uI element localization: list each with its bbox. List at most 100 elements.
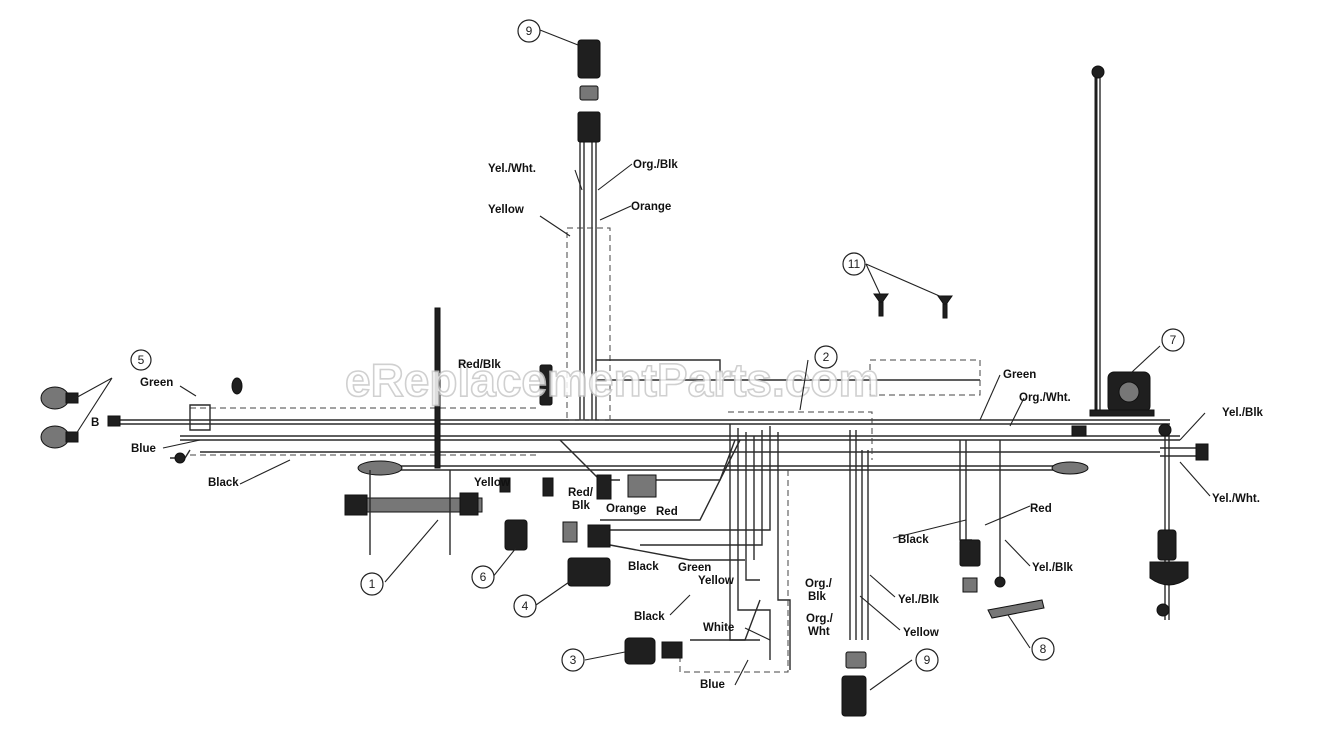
plug-3-socket-icon (661, 641, 683, 659)
label-red-mid: Red (656, 506, 678, 518)
switch-6-icon (504, 519, 528, 551)
svg-text:6: 6 (480, 570, 487, 584)
bulb-upper-icon (40, 386, 70, 410)
yel-blk-terminal-icon (994, 576, 1006, 588)
device-7-base-icon (1089, 409, 1155, 417)
label-red-blk-top: Red/Blk (458, 359, 501, 371)
right-harness (869, 70, 1200, 620)
label-org-wht-low-line2: Wht (808, 626, 830, 638)
label-red-right: Red (1030, 503, 1052, 515)
callout-5: 5 (130, 349, 152, 371)
ring-terminal-icon (357, 460, 403, 476)
device-7-face-icon (1118, 381, 1140, 403)
left-terminal-icon (107, 415, 121, 427)
right-solenoid-icon (1157, 529, 1177, 561)
label-white-low: White (703, 622, 734, 634)
bulb-lower-icon (40, 425, 70, 449)
bottom-center-harness (849, 430, 869, 640)
callout-4: 4 (513, 594, 537, 618)
red-blk-connector-icon (539, 364, 553, 406)
label-red-blk-mid: Red/ Blk (568, 487, 596, 512)
small-fuse-icon (231, 377, 243, 395)
svg-text:9: 9 (526, 24, 533, 38)
ground-terminal-icon (174, 452, 186, 464)
right-ring-terminal-icon (1051, 461, 1089, 475)
label-orange-top: Orange (631, 201, 671, 213)
rod-left-icon (434, 307, 441, 469)
top-plug-icon (579, 85, 599, 101)
bottom-plug-icon (845, 651, 867, 669)
label-org-blk-top: Org./Blk (633, 159, 678, 171)
svg-text:5: 5 (138, 353, 145, 367)
svg-text:1: 1 (369, 577, 376, 591)
screw-left-shank-icon (878, 301, 884, 317)
bulb-lower-base-icon (65, 431, 79, 443)
vertical-harness-top (566, 140, 980, 421)
black-red-connector-icon (959, 539, 981, 567)
key-8-icon (987, 599, 1045, 619)
label-b-left: B (91, 417, 99, 429)
bracket-bar-icon (366, 497, 483, 513)
label-yellow-mid: Yellow (474, 477, 510, 489)
svg-text:2: 2 (823, 350, 830, 364)
bulb-upper-base-icon (65, 392, 79, 404)
right-junction-icon (1158, 423, 1172, 437)
label-yel-wht-right: Yel./Wht. (1212, 493, 1260, 505)
bracket-right-icon (459, 492, 479, 516)
label-org-wht-right: Org./Wht. (1019, 392, 1071, 404)
main-harness (120, 404, 1180, 471)
callout-8: 8 (1031, 637, 1055, 661)
label-yel-blk-low: Yel./Blk (898, 594, 940, 606)
label-green-left: Green (140, 377, 173, 389)
label-org-wht-low: Org./ Wht (806, 613, 836, 638)
label-yellow-mid2: Yellow (698, 575, 734, 587)
module-4-icon (567, 557, 611, 587)
top-connector-9-icon (577, 39, 601, 79)
label-yellow-low: Yellow (903, 627, 939, 639)
connector-side-icon (562, 521, 578, 543)
label-green-mid: Green (678, 562, 711, 574)
label-org-blk-low-line1: Org./ (805, 578, 833, 590)
connector-block-icon (627, 474, 657, 498)
label-blue-low: Blue (700, 679, 725, 691)
label-black-right: Black (898, 534, 929, 546)
leader-lines (71, 29, 1211, 691)
top-terminal-icon (577, 111, 601, 143)
callout-6: 6 (471, 565, 495, 589)
screw-right-shank-icon (942, 303, 948, 319)
rod-right-tip-icon (1091, 65, 1105, 79)
label-green-right: Green (1003, 369, 1036, 381)
label-yel-wht-top: Yel./Wht. (488, 163, 536, 175)
label-black-left: Black (208, 477, 239, 489)
label-orange-mid: Orange (606, 503, 646, 515)
watermark: eReplacementParts.com (345, 354, 879, 406)
label-red-blk-mid-line1: Red/ (568, 487, 594, 499)
svg-text:7: 7 (1170, 333, 1177, 347)
small-plug-icon (499, 477, 511, 493)
svg-text:4: 4 (522, 599, 529, 613)
label-black-mid: Black (628, 561, 659, 573)
screw-left-icon (873, 293, 889, 305)
label-yel-blk-right: Yel./Blk (1222, 407, 1264, 419)
callout-9-bottom: 9 (915, 648, 939, 672)
callout-3: 3 (561, 648, 585, 672)
bracket-left-icon (344, 494, 368, 516)
label-black-low: Black (634, 611, 665, 623)
callout-11: 11 (842, 252, 866, 276)
right-solenoid-end-icon (1156, 603, 1170, 617)
green-connector-icon (1071, 425, 1087, 437)
label-red-blk-mid-line2: Blk (572, 500, 591, 512)
callout-7: 7 (1161, 328, 1185, 352)
svg-text:3: 3 (570, 653, 577, 667)
svg-text:11: 11 (848, 257, 861, 271)
callouts: 9 5 1 6 4 3 2 11 (130, 19, 1185, 672)
label-blue-left: Blue (131, 443, 156, 455)
callout-9-top: 9 (517, 19, 541, 43)
right-end-connector-icon (1195, 443, 1209, 461)
label-yellow-top: Yellow (488, 204, 524, 216)
screw-right-icon (937, 295, 953, 307)
yellow-plug-icon (542, 477, 554, 497)
svg-text:8: 8 (1040, 642, 1047, 656)
label-org-blk-low-line2: Blk (808, 591, 827, 603)
label-org-wht-low-line1: Org./ (806, 613, 834, 625)
